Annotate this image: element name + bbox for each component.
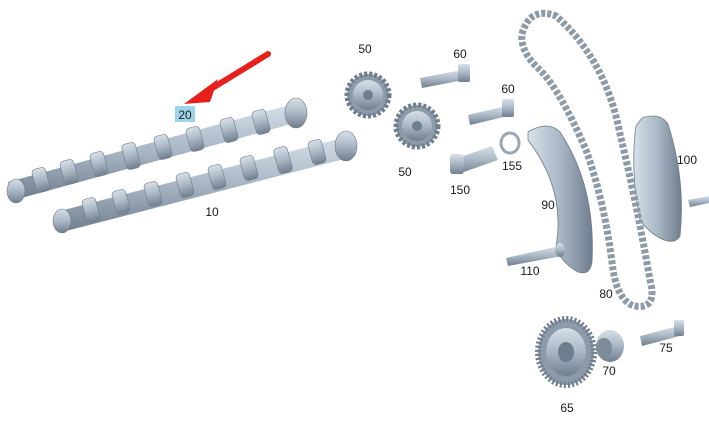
seal-ring: [499, 131, 521, 155]
callout-60-lower[interactable]: 60: [501, 82, 515, 96]
callout-110[interactable]: 110: [520, 264, 539, 278]
chain-tensioner: [450, 146, 498, 174]
callout-70[interactable]: 70: [602, 364, 616, 378]
callout-10[interactable]: 10: [205, 205, 219, 219]
callout-50-upper[interactable]: 50: [358, 42, 372, 56]
callout-80[interactable]: 80: [599, 287, 613, 301]
bolt-gear: [640, 320, 684, 346]
bolt-upper: [420, 64, 470, 88]
sprocket-lower: [393, 102, 441, 150]
callout-60-upper[interactable]: 60: [453, 47, 467, 61]
callout-150[interactable]: 150: [450, 183, 470, 197]
callout-75[interactable]: 75: [659, 341, 673, 355]
callout-50-lower[interactable]: 50: [398, 165, 412, 179]
sprocket-upper: [344, 71, 392, 119]
pin: [506, 243, 565, 266]
rail-pin-right: [688, 196, 709, 207]
crank-gear: [535, 316, 597, 388]
timing-chain: [518, 9, 656, 310]
pointer-arrow: [184, 51, 271, 104]
camshaft-lower: [52, 130, 358, 234]
callout-65[interactable]: 65: [560, 401, 574, 415]
camshaft-upper: [6, 97, 308, 204]
hub: [596, 330, 624, 362]
guide-rail: [527, 125, 593, 274]
bolt-lower: [468, 99, 514, 125]
callout-100[interactable]: 100: [677, 153, 697, 167]
callout-highlight: [175, 106, 195, 122]
callout-20[interactable]: 20: [178, 108, 192, 122]
callout-90[interactable]: 90: [541, 198, 555, 212]
callout-155[interactable]: 155: [502, 159, 522, 173]
